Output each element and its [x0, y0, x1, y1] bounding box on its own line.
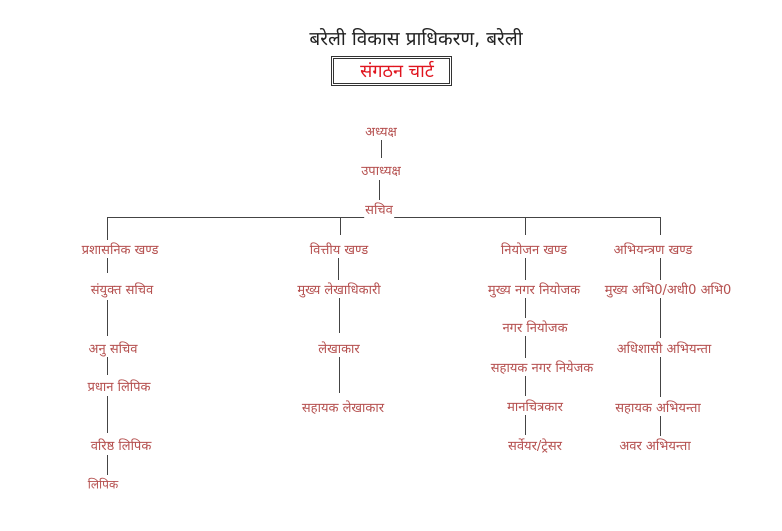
node: वरिष्ठ लिपिक: [89, 436, 153, 454]
node: नगर नियोजक: [501, 318, 569, 336]
connector: [379, 180, 380, 200]
node: मुख्य नगर नियोजक: [486, 280, 582, 298]
connector: [525, 415, 526, 435]
node: प्रधान लिपिक: [86, 377, 152, 395]
chart-title: बरेली विकास प्राधिकरण, बरेली: [309, 28, 523, 50]
connector: [660, 217, 661, 235]
section-head-planning: नियोजन खण्ड: [499, 240, 569, 258]
connector: [525, 376, 526, 396]
connector: [660, 357, 661, 397]
connector: [525, 258, 526, 280]
node: मानचित्रकार: [506, 397, 564, 415]
node: लिपिक: [86, 475, 120, 493]
section-head-engineering: अभियन्त्रण खण्ड: [612, 240, 694, 258]
connector: [339, 357, 340, 393]
node: लेखाकार: [317, 339, 361, 357]
connector: [660, 298, 661, 338]
subtitle-box: [331, 56, 452, 86]
connector: [525, 217, 526, 235]
connector: [107, 455, 108, 475]
node: सहायक अभियन्ता: [614, 398, 702, 416]
node: सर्वेयर/ट्रेसर: [507, 436, 563, 454]
connector: [525, 336, 526, 358]
connector: [107, 357, 108, 375]
connector: [338, 258, 339, 280]
connector: [660, 258, 661, 280]
node-vice-chairman: उपाध्यक्ष: [360, 161, 402, 179]
node: मुख्य लेखाधिकारी: [296, 280, 382, 298]
connector: [660, 416, 661, 436]
node-secretary: सचिव: [364, 200, 394, 218]
section-head-finance: वित्तीय खण्ड: [308, 240, 370, 258]
connector: [381, 140, 382, 158]
connector: [107, 396, 108, 433]
node: अनु सचिव: [87, 339, 139, 357]
section-head-admin: प्रशासनिक खण्ड: [80, 240, 160, 258]
connector: [339, 298, 340, 333]
node: अवर अभियन्ता: [618, 436, 692, 454]
node: अधिशासी अभियन्ता: [615, 339, 713, 357]
connector: [340, 217, 341, 235]
node: संयुक्त सचिव: [89, 280, 155, 298]
node-chairman: अध्यक्ष: [364, 122, 398, 140]
node: सहायक लेखाकार: [300, 398, 386, 416]
connector: [525, 298, 526, 318]
connector: [107, 300, 108, 336]
node: सहायक नगर नियेजक: [489, 358, 595, 376]
chart-subtitle: संगठन चार्ट: [360, 61, 434, 82]
node: मुख्य अभि0/अधी0 अभि0: [603, 280, 733, 298]
